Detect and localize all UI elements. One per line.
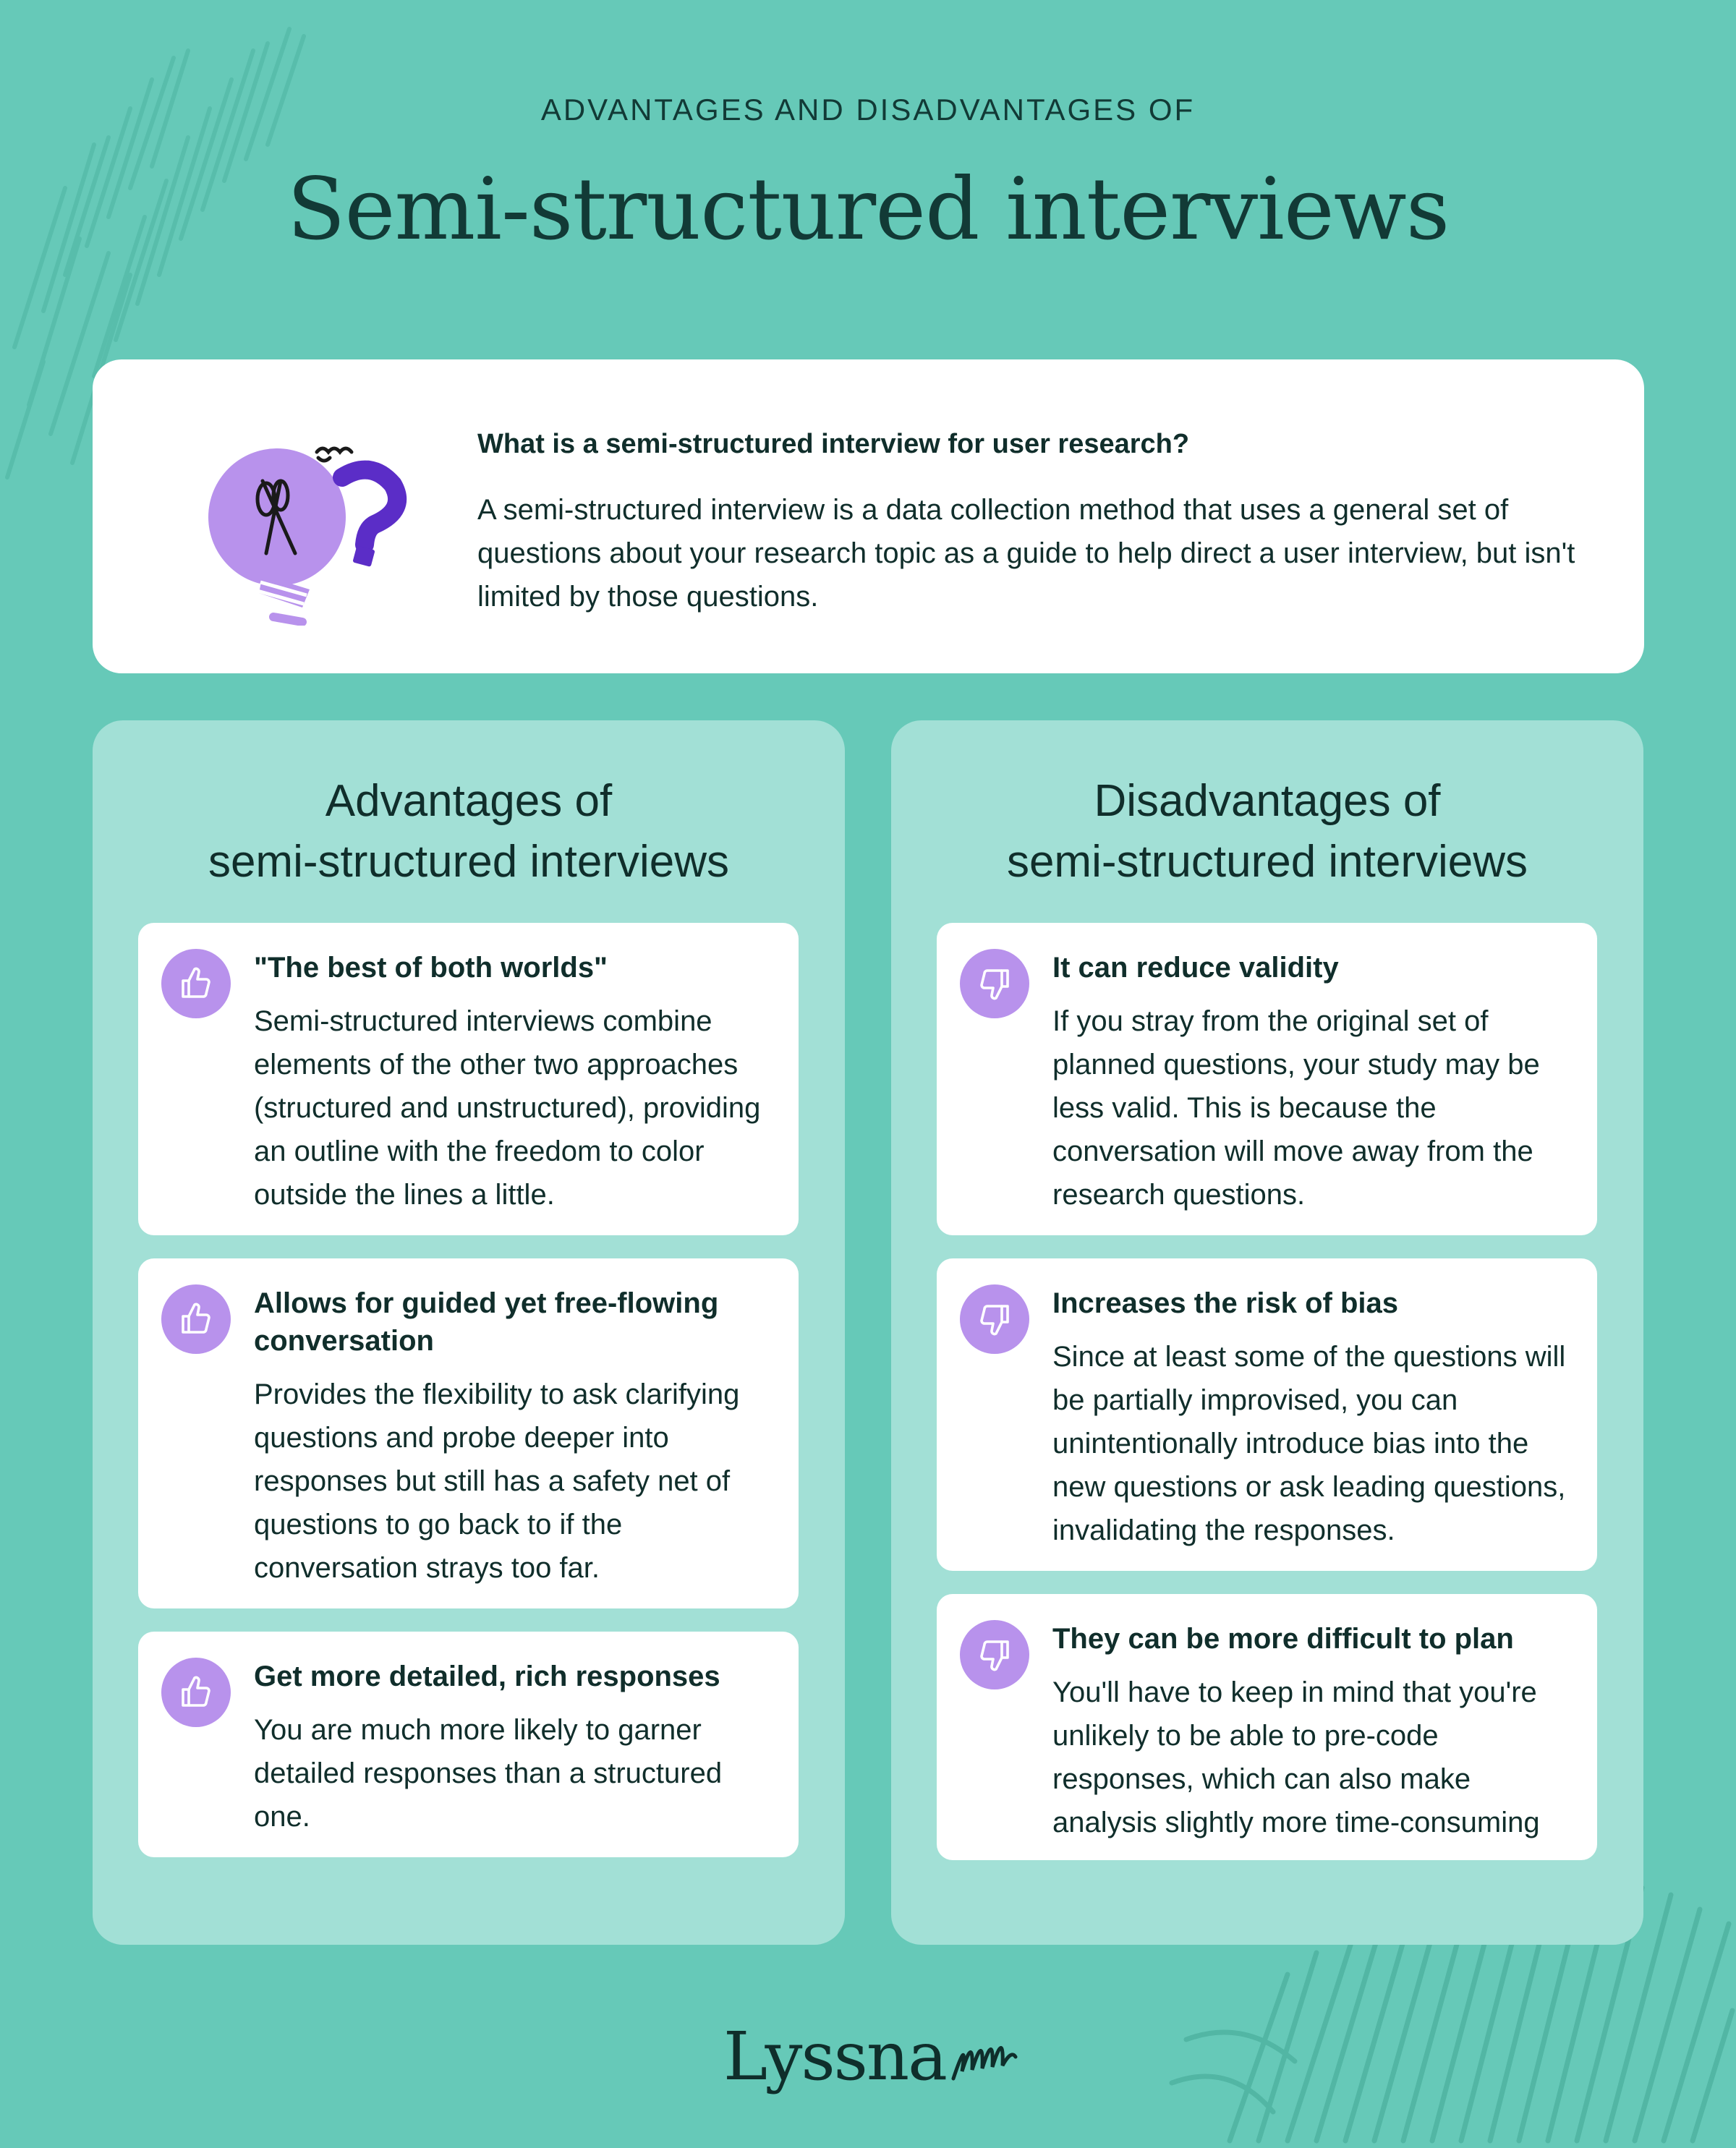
advantage-title: Get more detailed, rich responses (254, 1661, 720, 1692)
disadvantage-title: It can reduce validity (1052, 952, 1339, 984)
intro-answer: A semi-structured interview is a data co… (477, 494, 1575, 613)
disadvantages-heading-line2: semi-structured interviews (1006, 837, 1528, 887)
disadvantages-heading: Disadvantages of semi-structured intervi… (891, 771, 1643, 892)
advantage-card: Allows for guided yet free-flowing conve… (138, 1258, 799, 1608)
advantage-title: Allows for guided yet free-flowing conve… (254, 1287, 719, 1357)
thumbs-down-icon (960, 1284, 1029, 1354)
disadvantage-title: Increases the risk of bias (1052, 1287, 1399, 1319)
page-title: Semi-structured interviews (286, 159, 1450, 259)
disadvantage-body: If you stray from the original set of pl… (1052, 1005, 1540, 1211)
thumbs-up-icon (161, 949, 231, 1018)
disadvantage-body: You'll have to keep in mind that you're … (1052, 1676, 1540, 1838)
disadvantages-panel: Disadvantages of semi-structured intervi… (891, 720, 1643, 1945)
thumbs-down-icon (960, 949, 1029, 1018)
advantage-title: "The best of both worlds" (254, 952, 608, 984)
advantage-body: Semi-structured interviews combine eleme… (254, 1005, 761, 1211)
disadvantage-body: Since at least some of the questions wil… (1052, 1341, 1566, 1546)
lightbulb-question-icon (208, 446, 407, 626)
disadvantage-card: It can reduce validity If you stray from… (937, 923, 1597, 1235)
advantages-heading-line2: semi-structured interviews (208, 837, 730, 887)
lyssna-logo: Lyssna (723, 2018, 1027, 2105)
disadvantages-heading-line1: Disadvantages of (1094, 776, 1441, 826)
thumbs-down-icon (960, 1620, 1029, 1689)
eyebrow-heading: ADVANTAGES AND DISADVANTAGES OF (540, 93, 1196, 127)
advantages-heading-line1: Advantages of (325, 776, 613, 826)
disadvantage-card: Increases the risk of bias Since at leas… (937, 1258, 1597, 1571)
intro-card: What is a semi-structured interview for … (93, 359, 1644, 673)
advantages-panel: Advantages of semi-structured interviews… (93, 720, 845, 1945)
logo-wordmark: Lyssna (723, 2018, 948, 2095)
advantages-heading: Advantages of semi-structured interviews (93, 771, 845, 892)
thumbs-up-icon (161, 1658, 231, 1727)
advantage-card: "The best of both worlds" Semi-structure… (138, 923, 799, 1235)
logo-scribble-icon (951, 2046, 1018, 2081)
disadvantage-card: They can be more difficult to plan You'l… (937, 1594, 1597, 1860)
advantage-body: Provides the flexibility to ask clarifyi… (254, 1378, 740, 1584)
advantage-card: Get more detailed, rich responses You ar… (138, 1632, 799, 1857)
advantage-body: You are much more likely to garner detai… (254, 1714, 723, 1833)
disadvantage-title: They can be more difficult to plan (1052, 1623, 1514, 1655)
intro-question: What is a semi-structured interview for … (477, 429, 1190, 459)
thumbs-up-icon (161, 1284, 231, 1354)
